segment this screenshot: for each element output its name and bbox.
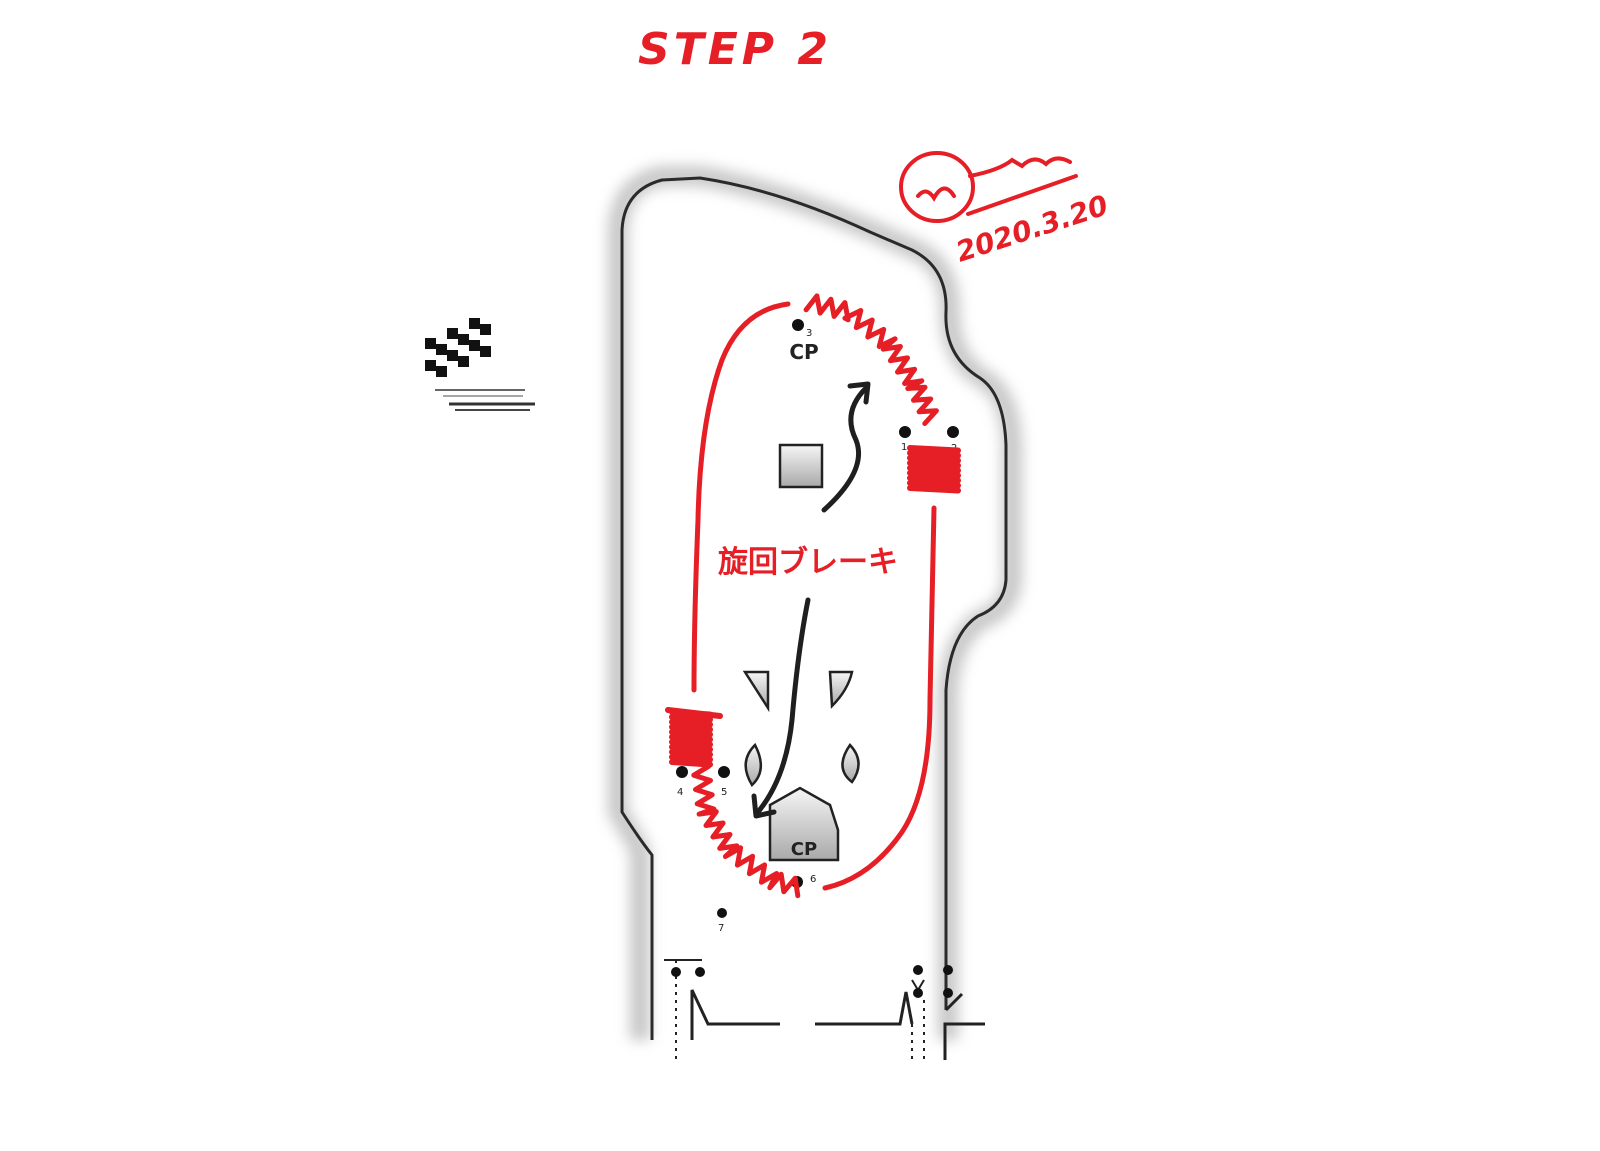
cone-label-4: 4: [677, 787, 683, 798]
checkered-flag-logo: [425, 318, 535, 411]
cone-7: [717, 908, 727, 918]
arrow-down-head: [751, 793, 777, 819]
obstacle-markers: [742, 443, 860, 862]
cone-label-7: 7: [718, 923, 724, 934]
exit-lanes: [664, 959, 985, 1060]
triangle-marker-top-right: [828, 670, 854, 709]
track-shadow: [608, 166, 1022, 1040]
arrow-up: [821, 385, 869, 513]
triangle-marker-top-left: [742, 670, 770, 713]
arrow-up-head: [847, 381, 871, 405]
direction-arrows: [751, 381, 871, 819]
driving-line: [689, 293, 939, 899]
lens-marker-left: [744, 742, 762, 787]
lens-marker-right: [841, 743, 860, 784]
track-outline: [620, 176, 1008, 1040]
checkpoint-box: [768, 786, 840, 862]
checkpoint-label-bottom: CP: [791, 839, 817, 860]
cone-4: [676, 766, 688, 778]
cone-label-1: 1: [901, 442, 907, 453]
arrow-down: [755, 597, 811, 815]
square-marker: [778, 443, 824, 489]
cone-3: [792, 319, 804, 331]
brake-zone-left: [665, 707, 723, 768]
brake-zone-right: [907, 445, 961, 494]
turn-brake-label: 旋回ブレーキ: [718, 545, 898, 580]
cone-label-5: 5: [721, 787, 727, 798]
cone-1: [899, 426, 911, 438]
step-title: STEP 2: [638, 24, 832, 75]
signature-date: 2020.3.20: [952, 189, 1112, 269]
cone-markers: [671, 319, 959, 998]
cone-label-3: 3: [806, 328, 812, 339]
cone-label-6: 6: [810, 874, 816, 885]
cone-2: [947, 426, 959, 438]
signature: [899, 151, 1078, 223]
checkpoint-label-top: CP: [789, 340, 818, 364]
cone-5: [718, 766, 730, 778]
